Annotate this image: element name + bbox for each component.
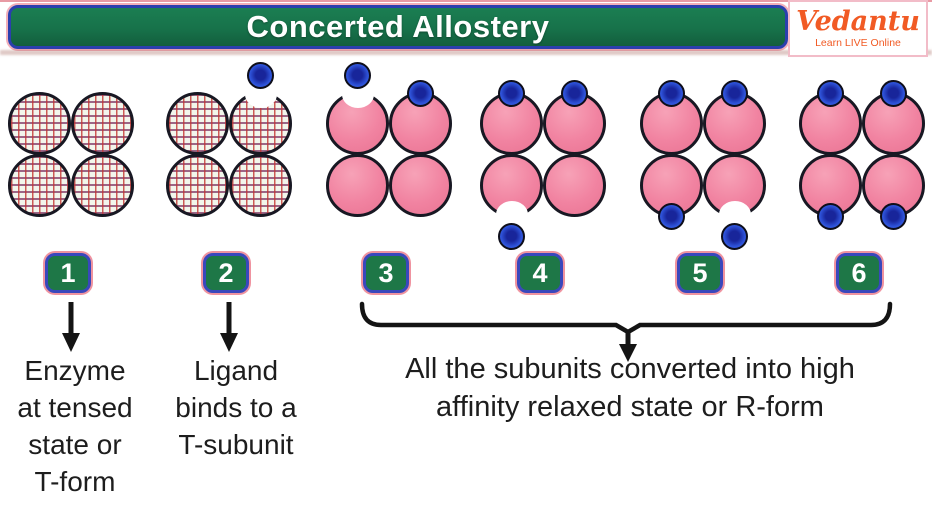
title-bar: Concerted Allostery <box>8 5 788 49</box>
down-arrow-stage2 <box>220 302 238 352</box>
ligand-free <box>344 62 371 89</box>
stage-badge-1: 1 <box>45 253 91 293</box>
enzyme-stage-4 <box>480 80 606 250</box>
stage1-caption: Enzyme at tensed state or T-form <box>0 352 150 500</box>
ligand-bound <box>498 80 525 107</box>
ligand-bound <box>658 80 685 107</box>
header-divider-smear <box>0 50 932 55</box>
ligand-bound <box>407 80 434 107</box>
stage2-caption-line: binds to a <box>175 392 297 423</box>
stage2-caption-line: T-subunit <box>178 429 294 460</box>
stage-badge-2: 2 <box>203 253 249 293</box>
relaxed-subunit-bl <box>326 154 389 217</box>
stage2-caption-line: Ligand <box>193 355 279 386</box>
vedantu-logo-text: Vedantu <box>796 6 920 37</box>
ligand-bound <box>880 80 907 107</box>
enzyme-stage-5 <box>640 80 766 250</box>
stage-badge-3: 3 <box>363 253 409 293</box>
stage-badge-4: 4 <box>517 253 563 293</box>
tensed-subunit-tl <box>8 92 71 155</box>
down-arrow-stage1 <box>62 302 80 352</box>
stages3to6-caption-line: affinity relaxed state or R-form <box>436 391 824 423</box>
enzyme-stage-6 <box>799 80 925 230</box>
ligand-free <box>721 223 748 250</box>
relaxed-subunit-br <box>389 154 452 217</box>
stages3to6-caption: All the subunits converted into high aff… <box>335 350 925 426</box>
stage-badge-6: 6 <box>836 253 882 293</box>
enzyme-stage-3 <box>326 62 452 218</box>
stage-badge-5: 5 <box>677 253 723 293</box>
ligand-free <box>498 223 525 250</box>
brace-stages-3-to-6 <box>359 301 893 362</box>
tensed-subunit-br <box>229 154 292 217</box>
stage1-caption-line: Enzyme <box>24 355 126 386</box>
ligand-free <box>247 62 274 89</box>
stage2-caption: Ligand binds to a T-subunit <box>157 352 315 463</box>
enzyme-stage-2 <box>166 62 292 218</box>
vedantu-logo-tagline: Learn LIVE Online <box>815 37 901 49</box>
stages3to6-caption-line: All the subunits converted into high <box>405 353 855 385</box>
tensed-subunit-br <box>71 154 134 217</box>
enzyme-stage-1 <box>8 92 134 218</box>
tensed-subunit-tl <box>166 92 229 155</box>
ligand-bound <box>561 80 588 107</box>
ligand-bound <box>817 203 844 230</box>
page-title: Concerted Allostery <box>246 9 550 44</box>
ligand-bound <box>721 80 748 107</box>
stage1-caption-line: at tensed <box>17 392 133 423</box>
relaxed-subunit-br <box>543 154 606 217</box>
ligand-bound <box>658 203 685 230</box>
tensed-subunit-tr <box>71 92 134 155</box>
ligand-bound <box>817 80 844 107</box>
ligand-bound <box>880 203 907 230</box>
down-arrow-stages-3-to-6 <box>619 344 637 362</box>
tensed-subunit-bl <box>8 154 71 217</box>
vedantu-logo: Vedantu Learn LIVE Online <box>788 0 928 57</box>
tensed-subunit-bl <box>166 154 229 217</box>
top-border-line <box>0 0 932 2</box>
stage1-caption-line: T-form <box>34 466 116 497</box>
stage1-caption-line: state or <box>28 429 122 460</box>
